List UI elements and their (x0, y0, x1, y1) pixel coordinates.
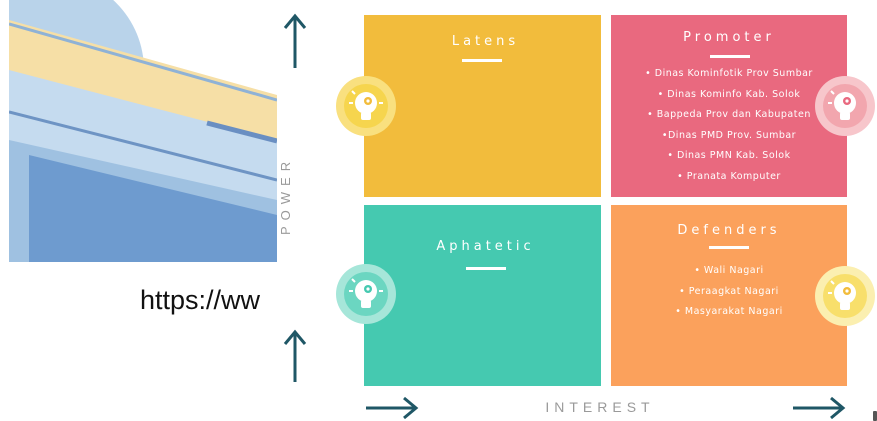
list-item: • Dinas PMN Kab. Solok (667, 150, 791, 161)
list-item: • Wali Nagari (694, 265, 764, 276)
quadrant-promoter: Promoter • Dinas Kominfotik Prov Sumbar … (611, 15, 847, 197)
list-item: • Masyarakat Nagari (675, 306, 783, 317)
aphatetic-title: Aphatetic (436, 239, 535, 254)
latens-underline (462, 59, 502, 62)
defenders-title: Defenders (677, 223, 781, 238)
aphatetic-underline (466, 267, 506, 270)
url-text: https://ww (140, 285, 261, 315)
list-item: • Dinas Kominfo Kab. Solok (657, 88, 801, 100)
list-item: • Peraagkat Nagari (679, 285, 779, 297)
interest-axis-label: INTEREST (545, 399, 655, 415)
list-item: • Dinas Kominfotik Prov Sumbar (645, 68, 813, 79)
aphatetic-lightbulb-gear-icon (336, 264, 396, 324)
latens-title: Latens (451, 34, 520, 49)
page-indicator (873, 411, 877, 421)
interest-arrow-right-right (793, 396, 846, 420)
quadrant-aphatetic: Aphatetic (364, 205, 601, 386)
promoter-underline (710, 55, 750, 58)
list-item: • Pranata Komputer (677, 170, 781, 182)
interest-arrow-right-left (366, 396, 419, 420)
background-artwork (9, 0, 277, 262)
quadrant-latens: Latens (364, 15, 601, 197)
promoter-title: Promoter (683, 30, 775, 45)
power-axis-label: POWER (278, 155, 293, 235)
promoter-lightbulb-gear-icon (815, 76, 875, 136)
power-arrow-up-bottom (283, 329, 307, 382)
defenders-lightbulb-gear-icon (815, 266, 875, 326)
defenders-underline (709, 246, 749, 249)
promoter-list: • Dinas Kominfotik Prov Sumbar • Dinas K… (611, 64, 847, 187)
list-item: • Bappeda Prov dan Kabupaten (647, 109, 811, 120)
defenders-list: • Wali Nagari • Peraagkat Nagari • Masya… (611, 261, 847, 323)
latens-lightbulb-gear-icon (336, 76, 396, 136)
power-arrow-up-top (283, 13, 307, 68)
list-item: •Dinas PMD Prov. Sumbar (661, 129, 797, 141)
quadrant-defenders: Defenders • Wali Nagari • Peraagkat Naga… (611, 205, 847, 386)
